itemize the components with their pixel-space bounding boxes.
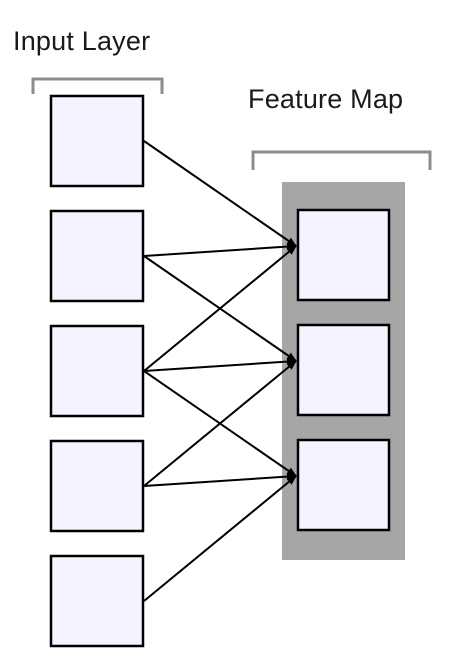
connection-arrow	[143, 472, 297, 487]
connection-arrow	[143, 245, 297, 372]
input-node-1	[49, 94, 145, 188]
connection-arrow	[143, 360, 297, 487]
connection-arrow	[143, 475, 297, 602]
feature-map-label: Feature Map	[248, 84, 404, 114]
feature-node-3	[296, 438, 391, 532]
feature-node-2	[296, 323, 391, 417]
feature-map-bracket	[251, 150, 432, 170]
connections	[143, 140, 297, 602]
connection-arrow	[143, 357, 297, 372]
input-layer-label: Input Layer	[13, 26, 151, 56]
input-node-2	[49, 209, 145, 303]
input-node-3	[49, 324, 145, 418]
connection-arrow	[143, 140, 297, 247]
input-node-5	[49, 554, 145, 648]
input-layer-bracket	[31, 77, 164, 94]
input-layer-nodes	[49, 94, 145, 648]
connection-arrow	[143, 242, 297, 257]
input-node-4	[49, 439, 145, 533]
feature-map-nodes	[296, 208, 391, 532]
feature-node-1	[296, 208, 391, 302]
